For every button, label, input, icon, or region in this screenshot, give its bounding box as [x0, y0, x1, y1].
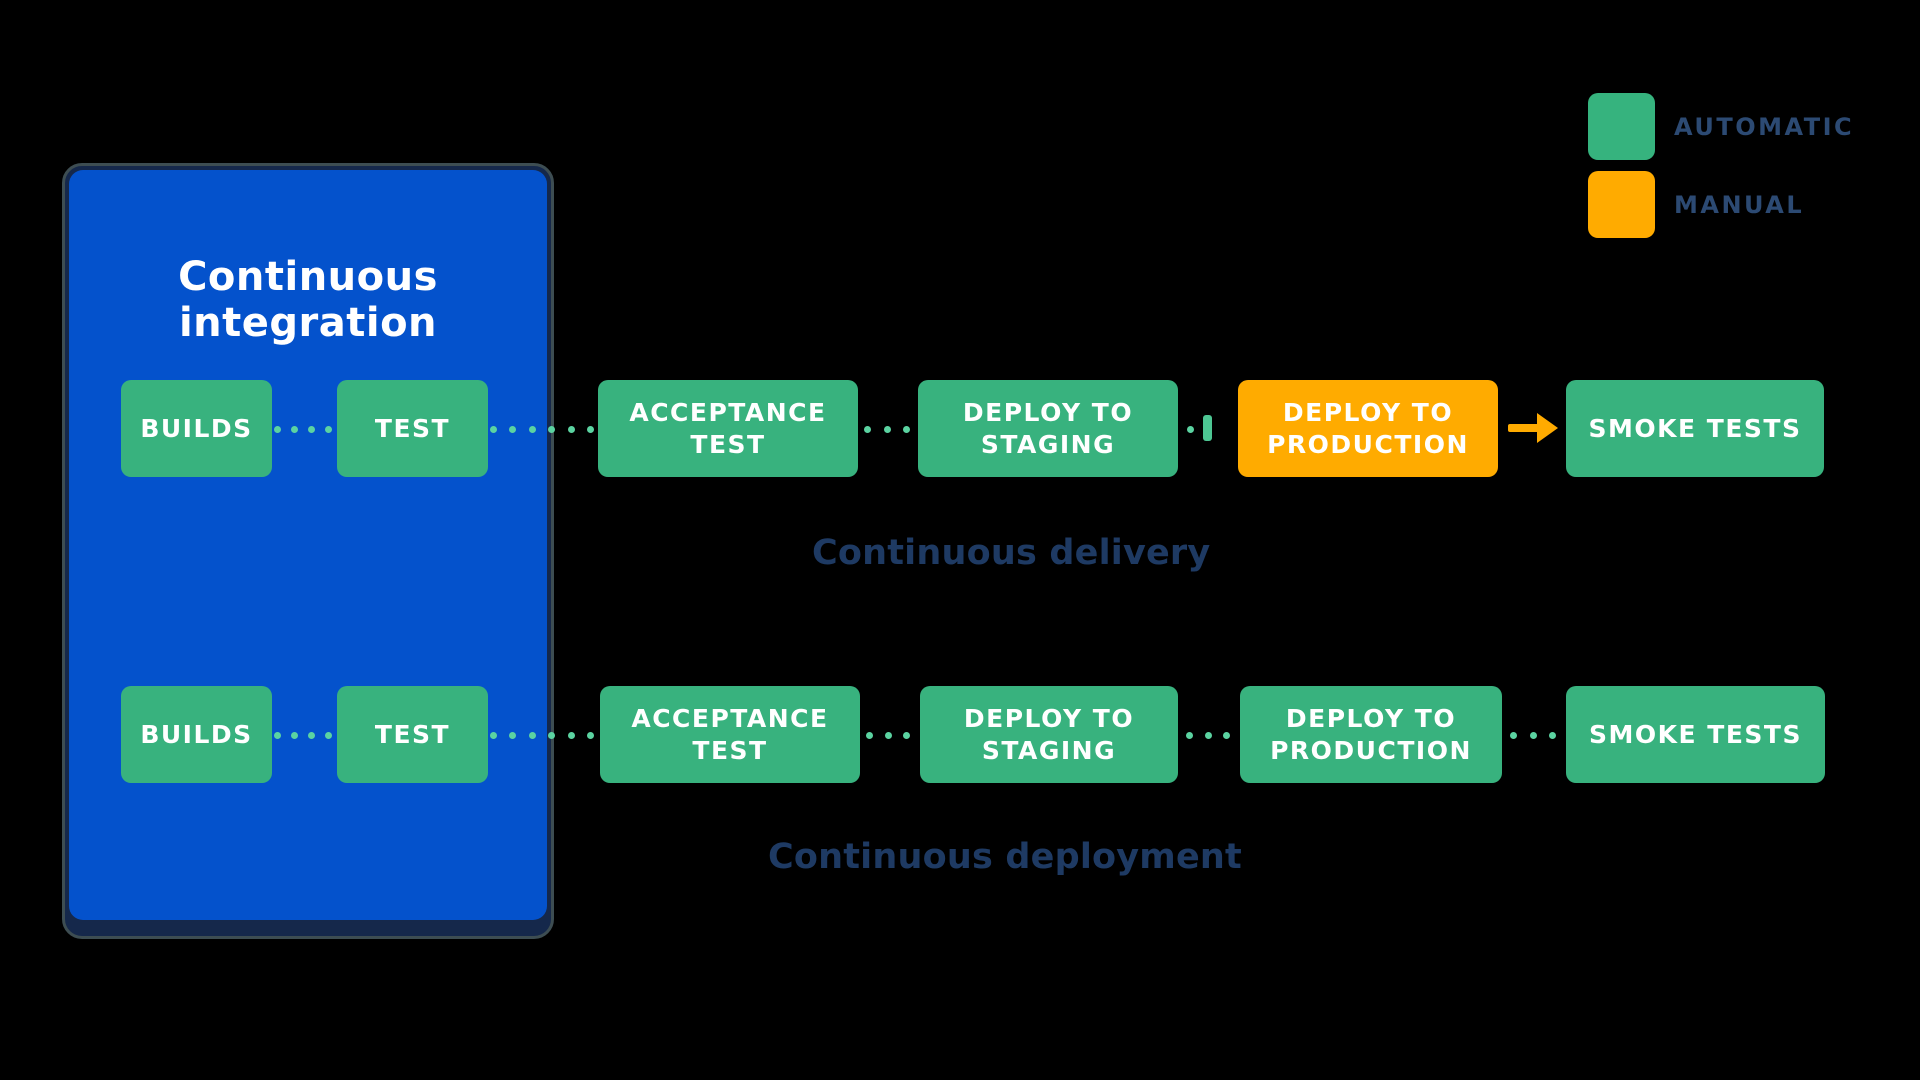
dotted-connector [490, 731, 594, 739]
dotted-connector [1187, 425, 1195, 433]
step-label: DEPLOY TO STAGING [962, 397, 1134, 459]
continuous-delivery-caption: Continuous delivery [812, 533, 1211, 573]
delivery-step-acceptance-test: ACCEPTANCE TEST [598, 380, 858, 477]
step-label: DEPLOY TO PRODUCTION [1270, 703, 1472, 765]
dotted-connector [490, 425, 594, 433]
step-label: SMOKE TESTS [1588, 413, 1802, 443]
dotted-connector [864, 425, 910, 433]
legend-swatch-manual [1588, 171, 1655, 238]
deployment-step-builds: BUILDS [121, 686, 272, 783]
dotted-connector [274, 731, 332, 739]
continuous-integration-box: Continuous integration [62, 163, 554, 939]
step-label: TEST [374, 413, 451, 443]
legend-label-manual: MANUAL [1674, 191, 1805, 219]
continuous-integration-title: Continuous integration [178, 254, 438, 346]
deployment-step-test: TEST [337, 686, 488, 783]
manual-arrow-head-icon [1537, 413, 1558, 443]
delivery-step-builds: BUILDS [121, 380, 272, 477]
legend-label-automatic: AUTOMATIC [1674, 113, 1855, 141]
delivery-step-smoke-tests: SMOKE TESTS [1566, 380, 1824, 477]
delivery-step-deploy-production: DEPLOY TO PRODUCTION [1238, 380, 1498, 477]
step-label: DEPLOY TO PRODUCTION [1267, 397, 1469, 459]
step-label: TEST [374, 719, 451, 749]
dotted-connector [1186, 731, 1230, 739]
legend-swatch-automatic [1588, 93, 1655, 160]
continuous-integration-fill [69, 170, 547, 920]
manual-arrow-icon [1508, 424, 1540, 432]
step-label: SMOKE TESTS [1589, 719, 1802, 749]
step-label: ACCEPTANCE TEST [631, 703, 829, 765]
deployment-step-deploy-production: DEPLOY TO PRODUCTION [1240, 686, 1502, 783]
delivery-step-deploy-staging: DEPLOY TO STAGING [918, 380, 1178, 477]
step-label: ACCEPTANCE TEST [629, 397, 827, 459]
dotted-connector [1510, 731, 1556, 739]
delivery-step-test: TEST [337, 380, 488, 477]
step-label: DEPLOY TO STAGING [963, 703, 1135, 765]
deployment-step-deploy-staging: DEPLOY TO STAGING [920, 686, 1178, 783]
step-label: BUILDS [140, 413, 253, 443]
deployment-step-smoke-tests: SMOKE TESTS [1566, 686, 1825, 783]
continuous-deployment-caption: Continuous deployment [768, 837, 1242, 877]
dotted-connector [866, 731, 910, 739]
manual-gate-bar-icon [1203, 415, 1212, 441]
step-label: BUILDS [140, 719, 253, 749]
deployment-step-acceptance-test: ACCEPTANCE TEST [600, 686, 860, 783]
dotted-connector [274, 425, 332, 433]
